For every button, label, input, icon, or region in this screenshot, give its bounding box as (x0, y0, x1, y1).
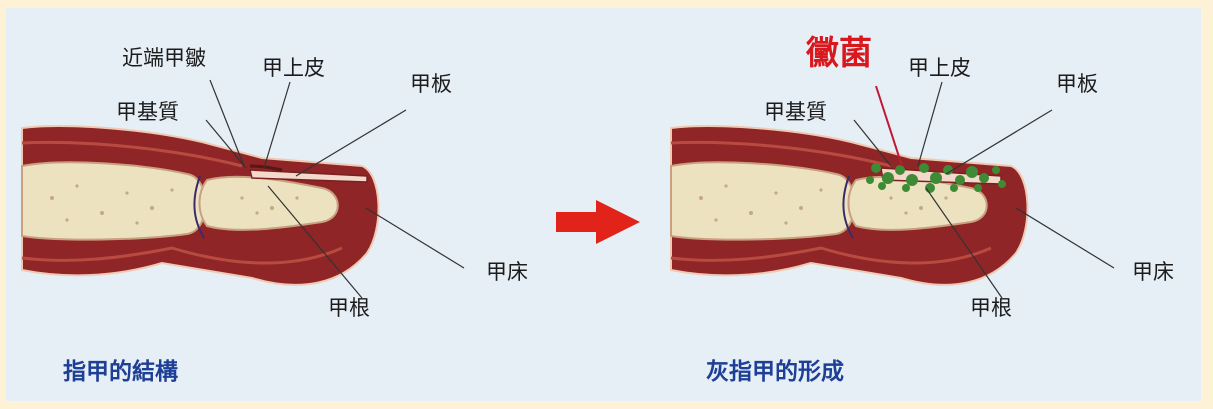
label-eponychium-2: 甲上皮 (908, 58, 971, 79)
label-matrix: 甲基質 (116, 102, 179, 123)
label-matrix-2: 甲基質 (764, 102, 827, 123)
label-fungus: 黴菌 (806, 36, 872, 69)
arrow-right-icon (556, 200, 640, 244)
diagram-canvas: 近端甲皺 甲上皮 甲板 甲基質 甲床 甲根 指甲的結構 黴菌 甲上皮 甲板 甲基… (6, 8, 1201, 401)
label-proximal-fold: 近端甲皺 (122, 48, 206, 69)
label-eponychium: 甲上皮 (262, 58, 325, 79)
caption-nail-structure: 指甲的結構 (63, 361, 178, 384)
label-nail-plate: 甲板 (410, 74, 452, 95)
label-nail-bed: 甲床 (486, 262, 528, 283)
right-finger (671, 126, 1027, 285)
label-nail-plate-2: 甲板 (1056, 74, 1098, 95)
left-finger (22, 126, 378, 285)
caption-onychomycosis-formation: 灰指甲的形成 (706, 361, 844, 384)
label-nail-bed-2: 甲床 (1132, 262, 1174, 283)
label-nail-root: 甲根 (328, 298, 370, 319)
label-nail-root-2: 甲根 (970, 298, 1012, 319)
